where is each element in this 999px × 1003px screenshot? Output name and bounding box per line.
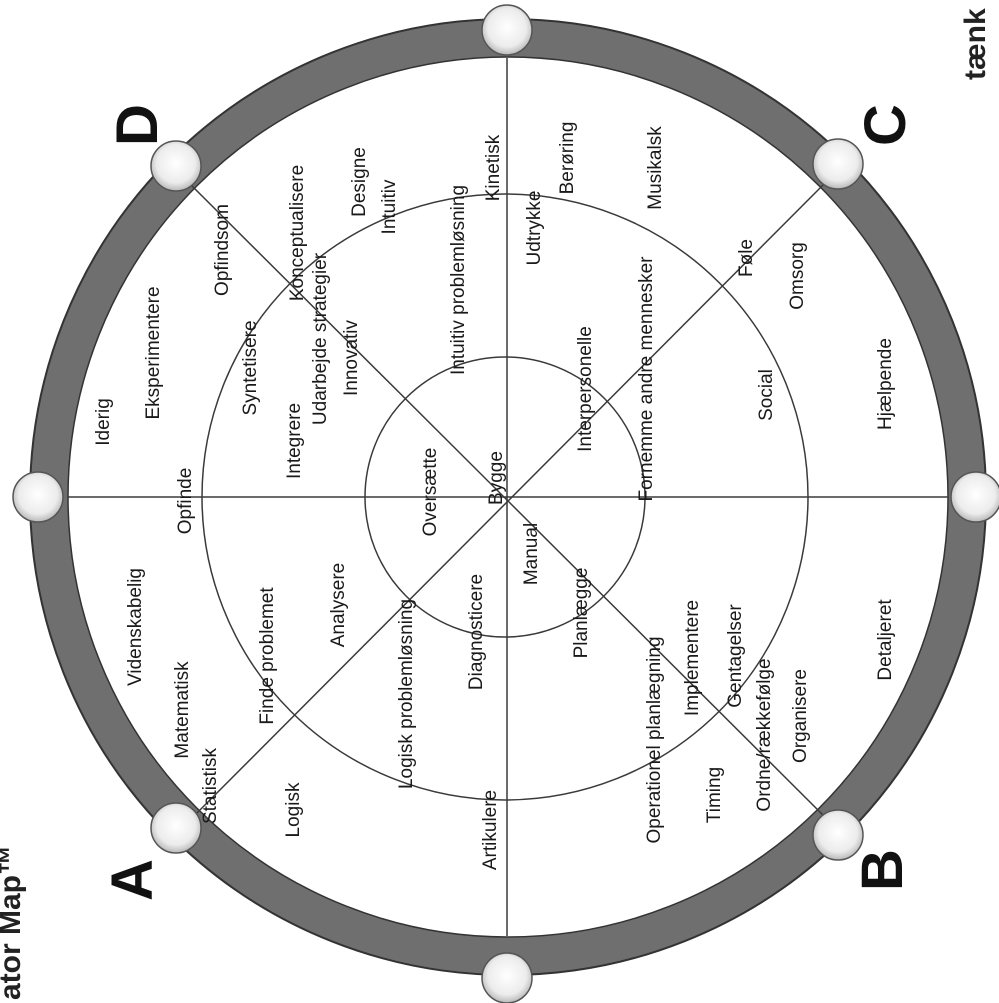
word-udtrykke: Udtrykke bbox=[524, 191, 545, 266]
word-organisere: Organisere bbox=[790, 669, 811, 763]
word-iderig: Iderig bbox=[93, 398, 114, 446]
word-opfindsom: Opfindsom bbox=[212, 204, 233, 296]
word-beroring: Berøring bbox=[557, 122, 578, 195]
word-planlaegge: Planlægge bbox=[571, 568, 592, 659]
quadrant-letter-b: B bbox=[850, 849, 915, 891]
word-gentagelser: Gentagelser bbox=[725, 604, 746, 708]
word-eksperimentere: Eksperimentere bbox=[143, 286, 164, 419]
word-innovativ: Innovativ bbox=[341, 319, 362, 396]
word-konceptualisere: Konceptualisere bbox=[287, 165, 308, 301]
word-fole: Føle bbox=[736, 239, 757, 277]
word-interpersonelle: Interpersonelle bbox=[575, 326, 596, 452]
word-artikulere: Artikulere bbox=[480, 790, 501, 870]
word-ordne: Ordne/rækkefølge bbox=[754, 658, 775, 811]
word-logisk: Logisk bbox=[283, 782, 304, 837]
word-manual: Manual bbox=[521, 523, 542, 585]
word-intuitiv-problemlosning: Intuitiv problemløsning bbox=[448, 185, 469, 375]
word-videnskabelig: Videnskabelig bbox=[125, 568, 146, 686]
word-implementere: Implementere bbox=[682, 600, 703, 716]
title-left-fragment: ator Map™ bbox=[0, 845, 27, 1000]
word-fornemme-andre-mennesker: Fornemme andre mennesker bbox=[636, 256, 657, 502]
word-statistisk: Statistisk bbox=[200, 747, 221, 824]
word-opfinde: Opfinde bbox=[175, 468, 196, 535]
quadrant-letter-a: A bbox=[100, 859, 165, 901]
quadrant-letter-c: C bbox=[853, 104, 918, 146]
word-detaljeret: Detaljeret bbox=[875, 599, 896, 681]
word-syntetisere: Syntetisere bbox=[240, 320, 261, 415]
word-omsorg: Omsorg bbox=[787, 242, 808, 310]
knob-left bbox=[13, 472, 63, 522]
word-social: Social bbox=[756, 369, 777, 421]
knob-bottom-left bbox=[151, 803, 201, 853]
word-matematisk: Matematisk bbox=[172, 661, 193, 759]
word-kinetisk: Kinetisk bbox=[483, 134, 504, 201]
word-musikalsk: Musikalsk bbox=[645, 126, 666, 210]
word-analysere: Analysere bbox=[328, 563, 349, 648]
word-hjaelpende: Hjælpende bbox=[875, 338, 896, 430]
knob-right bbox=[951, 472, 999, 522]
word-oversaette: Oversætte bbox=[420, 448, 441, 537]
word-bygge: Bygge bbox=[486, 451, 507, 505]
word-integrere: Integrere bbox=[284, 403, 305, 479]
word-udarbejde-strategier: Udarbejde strategier bbox=[310, 252, 331, 425]
word-designe: Designe bbox=[349, 147, 370, 217]
quadrant-letter-d: D bbox=[105, 104, 170, 146]
title-right-fragment: tænk bbox=[959, 8, 992, 80]
word-operationel-planlaegning: Operationel planlægning bbox=[644, 636, 665, 843]
word-intuitiv: Intuitiv bbox=[379, 179, 400, 234]
knob-bottom bbox=[482, 953, 532, 1003]
word-diagnosticere: Diagnosticere bbox=[466, 574, 487, 690]
knob-top bbox=[482, 5, 532, 55]
word-finde-problemet: Finde problemet bbox=[257, 587, 278, 725]
word-logisk-problemlosning: Logisk problemløsning bbox=[396, 599, 417, 789]
word-timing: Timing bbox=[704, 767, 725, 823]
knob-top-left bbox=[151, 141, 201, 191]
